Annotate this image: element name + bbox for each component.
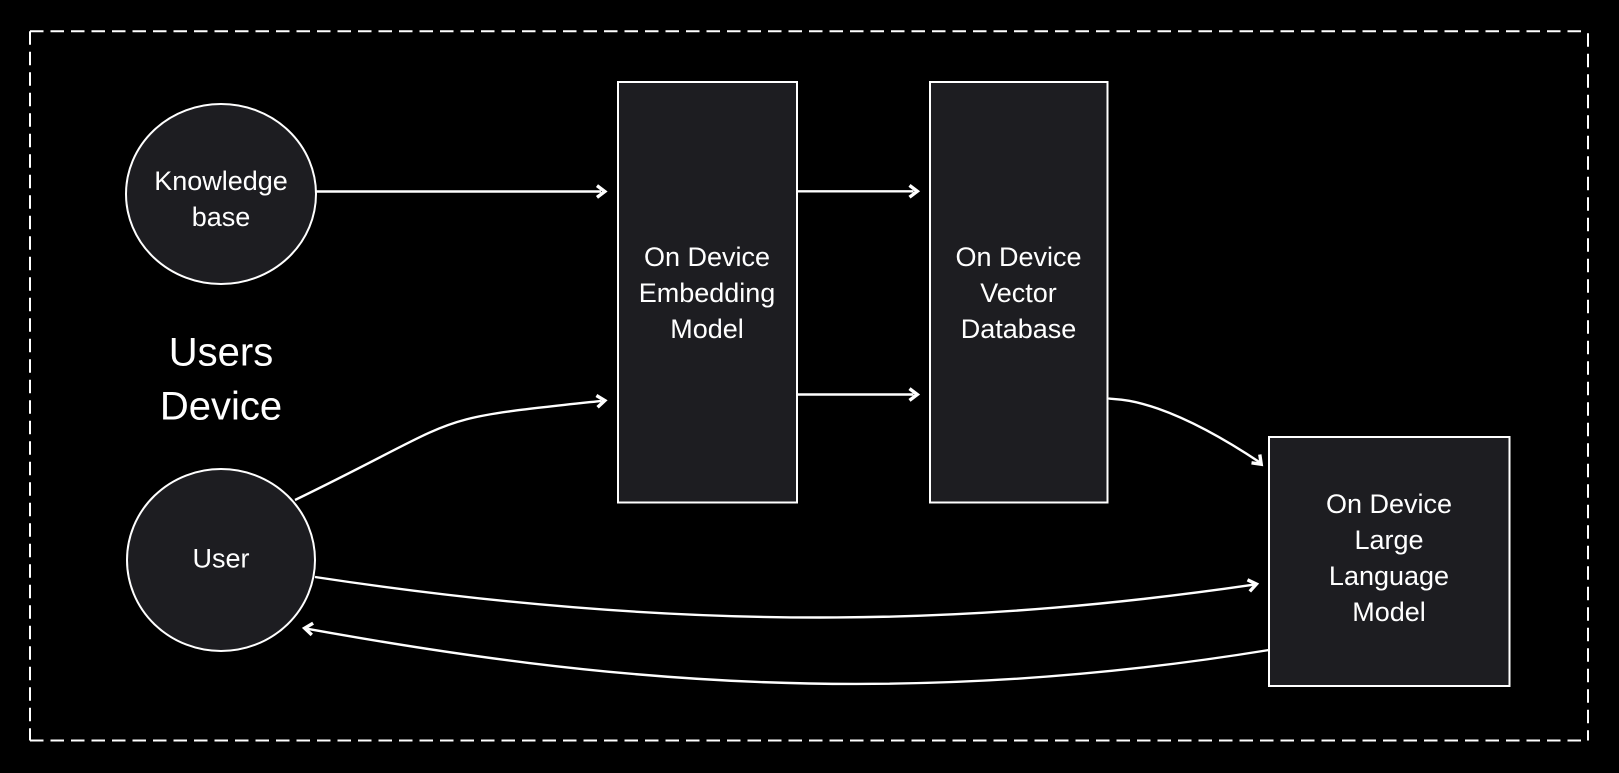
svg-text:Language: Language — [1329, 561, 1449, 591]
svg-text:base: base — [192, 202, 251, 232]
svg-text:On Device: On Device — [644, 242, 770, 272]
svg-text:Database: Database — [961, 314, 1077, 344]
svg-text:On Device: On Device — [955, 242, 1081, 272]
svg-text:Vector: Vector — [980, 278, 1057, 308]
svg-text:Device: Device — [160, 385, 282, 429]
svg-text:Knowledge: Knowledge — [154, 166, 288, 196]
svg-text:Model: Model — [670, 314, 744, 344]
svg-text:Model: Model — [1352, 597, 1426, 627]
svg-text:User: User — [192, 544, 249, 574]
svg-text:On Device: On Device — [1326, 489, 1452, 519]
svg-text:Users: Users — [169, 331, 273, 375]
svg-text:Embedding: Embedding — [639, 278, 776, 308]
svg-text:Large: Large — [1354, 525, 1423, 555]
